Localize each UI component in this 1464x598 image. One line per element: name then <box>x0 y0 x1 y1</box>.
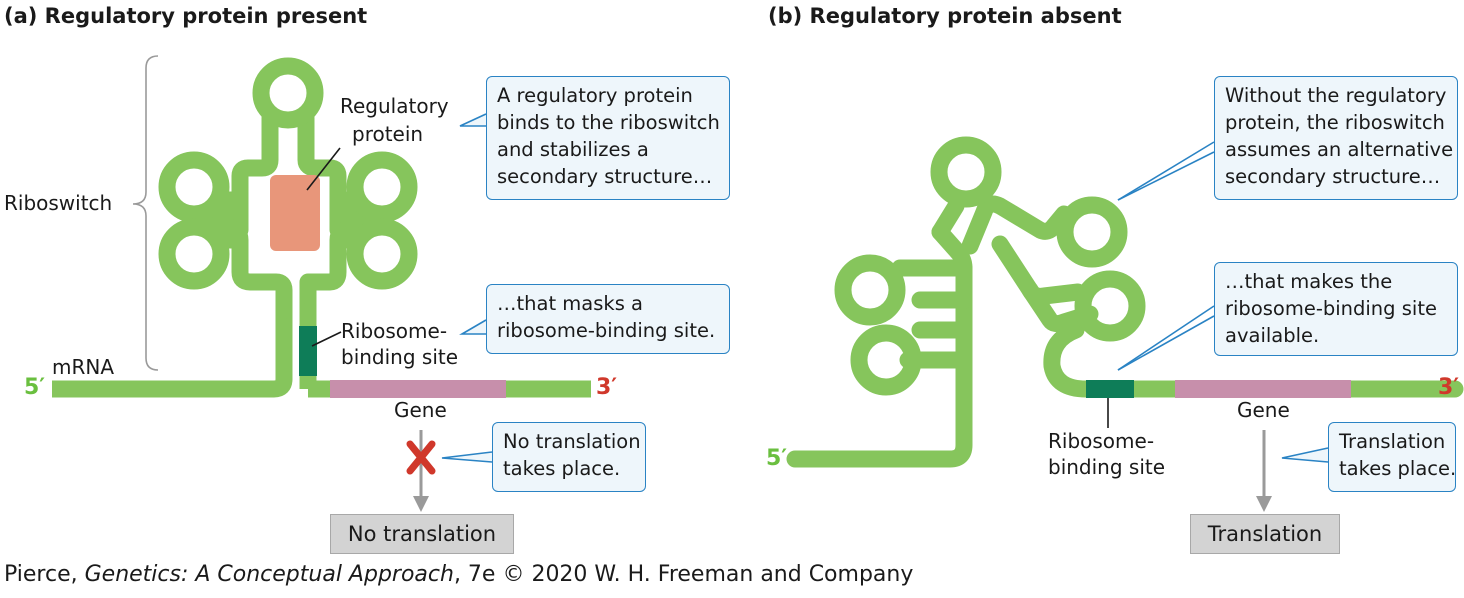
panel-a-title: (a) Regulatory protein present <box>4 4 368 28</box>
arrowhead-b <box>1256 496 1272 512</box>
callout-text: ribosome-binding site. <box>497 319 716 342</box>
callout3-pointer-b <box>1281 447 1329 463</box>
callout-text: takes place. <box>1339 457 1457 480</box>
callout-text: …that makes the <box>1225 270 1393 293</box>
rbs-label-a-line2: binding site <box>341 345 459 369</box>
arrowhead-a <box>413 496 429 512</box>
three-prime-b: 3′ <box>1438 375 1460 400</box>
callout-text: secondary structure… <box>1225 165 1441 188</box>
riboswitch-structure-b <box>786 195 1464 468</box>
riboswitch-structure-a <box>201 109 375 319</box>
callout-text: binds to the riboswitch <box>497 111 720 134</box>
callout-no-translation: No translation takes place. <box>492 422 646 492</box>
callout-text: ribosome-binding site <box>1225 297 1437 320</box>
rbs-label-b-line1: Ribosome- <box>1048 429 1155 453</box>
credit-book: Genetics: A Conceptual Approach <box>84 562 454 587</box>
gene-label-a: Gene <box>394 398 447 422</box>
callout2-pointer-a <box>459 319 487 335</box>
callout-text: A regulatory protein <box>497 84 693 107</box>
credit-rest: , 7e © 2020 W. H. Freeman and Company <box>453 562 914 587</box>
callout-text: available. <box>1225 324 1320 347</box>
rbs-pointer-a <box>311 331 342 347</box>
callout-text: Translation <box>1339 430 1446 453</box>
rbs-a <box>299 326 317 376</box>
rbs-b <box>1086 380 1134 398</box>
callout-text: protein, the riboswitch <box>1225 111 1445 134</box>
loop-connectors-a <box>218 191 358 249</box>
callout-text: …that masks a <box>497 292 644 315</box>
protein-label-line2: protein <box>352 122 424 146</box>
panel-b-title: (b) Regulatory protein absent <box>768 4 1122 28</box>
callout3-pointer-a <box>441 451 493 463</box>
callout2-pointer-b <box>1117 305 1215 371</box>
callout1-pointer-b <box>1117 141 1215 201</box>
mrna-label: mRNA <box>52 355 115 379</box>
stem-loops-b <box>834 136 1146 396</box>
callout-binds-riboswitch: A regulatory protein binds to the ribosw… <box>486 76 730 200</box>
callout2-pointer-b2 <box>1117 315 1215 371</box>
callout-translation: Translation takes place. <box>1328 422 1456 492</box>
callout-rbs-available: …that makes the ribosome-binding site av… <box>1214 262 1458 356</box>
callout1-pointer-a <box>459 113 487 127</box>
rbs-label-b-line2: binding site <box>1048 455 1166 479</box>
callout-alternative-structure: Without the regulatory protein, the ribo… <box>1214 76 1458 200</box>
five-prime-b: 5′ <box>766 446 788 471</box>
gene-segment-a <box>330 380 506 398</box>
translation-box: Translation <box>1190 514 1340 554</box>
riboswitch-label: Riboswitch <box>4 191 113 215</box>
credit-line: Pierce, Genetics: A Conceptual Approach,… <box>4 562 913 587</box>
gene-label-b: Gene <box>1237 398 1290 422</box>
gene-segment-b <box>1175 380 1351 398</box>
stem-loops-a <box>158 57 418 290</box>
callout-text: assumes an alternative <box>1225 138 1454 161</box>
five-prime-a: 5′ <box>24 375 46 400</box>
no-translation-box: No translation <box>330 514 514 554</box>
rbs-label-a-line1: Ribosome- <box>341 319 448 343</box>
three-prime-a: 3′ <box>596 375 618 400</box>
callout-text: and stabilizes a <box>497 138 649 161</box>
callout-text: No translation <box>503 430 641 453</box>
mrna-strand-left <box>52 310 293 398</box>
callout-masks-rbs: …that masks a ribosome-binding site. <box>486 284 730 354</box>
regulatory-protein <box>270 175 320 251</box>
riboswitch-brace <box>132 55 159 371</box>
credit-author: Pierce, <box>4 562 85 587</box>
protein-label-line1: Regulatory <box>340 94 449 118</box>
cross-icon <box>406 440 436 475</box>
callout-text: takes place. <box>503 457 621 480</box>
callout-text: Without the regulatory <box>1225 84 1447 107</box>
callout1-pointer-b2 <box>1117 151 1215 201</box>
callout-text: secondary structure… <box>497 165 713 188</box>
protein-pointer <box>306 147 341 191</box>
